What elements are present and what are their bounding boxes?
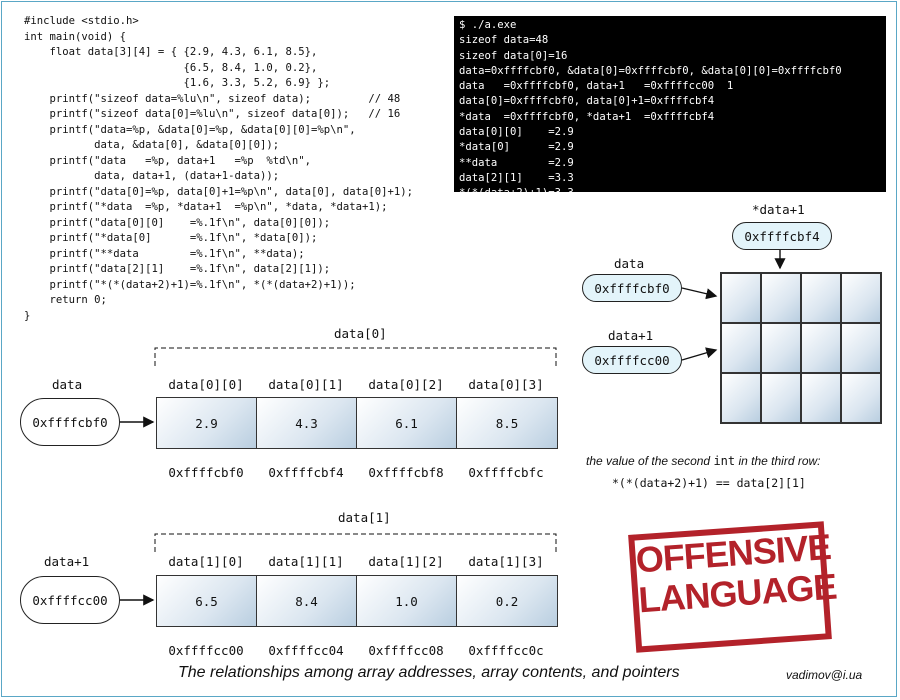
terminal-line: *data =0xffffcbf0, *data+1 =0xffffcbf4 <box>459 110 715 123</box>
arrow-data1-grid <box>681 347 718 361</box>
grid-cell <box>721 373 761 423</box>
grid-cell <box>721 273 761 323</box>
terminal-line: data=0xffffcbf0, &data[0]=0xffffcbf0, &d… <box>459 64 842 77</box>
grid-cell <box>761 323 801 373</box>
row1-header: data[1][1] <box>268 554 344 569</box>
row1-group-label: data[1] <box>338 510 391 525</box>
row0-header: data[0][1] <box>268 377 344 392</box>
terminal-line: data =0xffffcbf0, data+1 =0xffffcc00 1 <box>459 80 734 93</box>
star-data1-label: *data+1 <box>752 202 805 217</box>
row1-header: data[1][0] <box>168 554 244 569</box>
grid-cell <box>761 273 801 323</box>
bracket-data1 <box>154 533 557 552</box>
row0-value-cell: 6.1 <box>357 398 457 448</box>
grid-cell <box>841 323 881 373</box>
terminal-line: **data =2.9 <box>459 156 574 169</box>
row1-address: 0xffffcc04 <box>268 643 344 658</box>
note-keyword: int <box>713 454 736 468</box>
row0-value-cell: 4.3 <box>257 398 357 448</box>
grid-cell <box>761 373 801 423</box>
star-data1-pill: 0xffffcbf4 <box>732 222 832 250</box>
row1-value-cell: 0.2 <box>457 576 557 626</box>
row0-value-cell: 8.5 <box>457 398 557 448</box>
row0-header: data[0][2] <box>368 377 444 392</box>
row1-value-cell: 8.4 <box>257 576 357 626</box>
source-code: #include <stdio.h> int main(void) { floa… <box>24 15 414 322</box>
row1-header: data[1][3] <box>468 554 544 569</box>
offensive-language-stamp: OFFENSIVE LANGUAGE <box>628 521 838 653</box>
row1-address: 0xffffcc0c <box>468 643 544 658</box>
data-label: data <box>614 256 645 271</box>
note-expression: *(*(data+2)+1) == data[2][1] <box>612 476 806 490</box>
row0-address: 0xffffcbfc <box>468 465 544 480</box>
row1-header: data[1][2] <box>368 554 444 569</box>
row0-header: data[0][3] <box>468 377 544 392</box>
terminal-line: *(*(data+2)+1)=3.3 <box>459 186 881 192</box>
row1-value-cell: 6.5 <box>157 576 257 626</box>
row1-value-cell: 1.0 <box>357 576 457 626</box>
row0-group-label: data[0] <box>334 326 387 341</box>
data1-pill: 0xffffcc00 <box>582 346 682 374</box>
data-pill: 0xffffcbf0 <box>582 274 682 302</box>
caption: The relationships among array addresses,… <box>178 664 680 681</box>
note-post: in the third row: <box>735 454 821 468</box>
arrow-data-grid <box>681 287 718 300</box>
terminal-line: sizeof data=48 <box>459 34 549 47</box>
note-pre: the value of the second <box>586 454 714 468</box>
bracket-data0 <box>154 347 557 366</box>
row1-ptr-pill: 0xffffcc00 <box>20 576 120 624</box>
grid-cell <box>801 323 841 373</box>
author-credit: vadimov@i.ua <box>786 668 863 682</box>
terminal-line: $ ./a.exe <box>459 19 517 31</box>
grid-cell <box>841 273 881 323</box>
row0-address: 0xffffcbf8 <box>368 465 444 480</box>
terminal-output: $ ./a.exe sizeof data=48 sizeof data[0]=16… <box>454 16 886 192</box>
row1-address: 0xffffcc08 <box>368 643 444 658</box>
terminal-line: data[2][1] =3.3 <box>459 171 574 184</box>
row0-value-cell: 2.9 <box>157 398 257 448</box>
row1-ptr-label: data+1 <box>44 554 90 569</box>
note-text: the value of the second int in the third… <box>586 454 821 468</box>
terminal-line: sizeof data[0]=16 <box>459 49 568 62</box>
grid-cell <box>841 373 881 423</box>
row0-header: data[0][0] <box>168 377 244 392</box>
terminal-line: data[0]=0xffffcbf0, data[0]+1=0xffffcbf4 <box>459 95 715 108</box>
row0-ptr-label: data <box>52 377 83 392</box>
row0-ptr-pill: 0xffffcbf0 <box>20 398 120 446</box>
grid-cell <box>721 323 761 373</box>
terminal-line: data[0][0] =2.9 <box>459 126 574 139</box>
terminal-line: *data[0] =2.9 <box>459 141 574 154</box>
grid-cell <box>801 273 841 323</box>
row1-address: 0xffffcc00 <box>168 643 244 658</box>
row0-address: 0xffffcbf0 <box>168 465 244 480</box>
array-grid <box>720 272 882 424</box>
data1-label: data+1 <box>608 328 654 343</box>
grid-cell <box>801 373 841 423</box>
row0-address: 0xffffcbf4 <box>268 465 344 480</box>
